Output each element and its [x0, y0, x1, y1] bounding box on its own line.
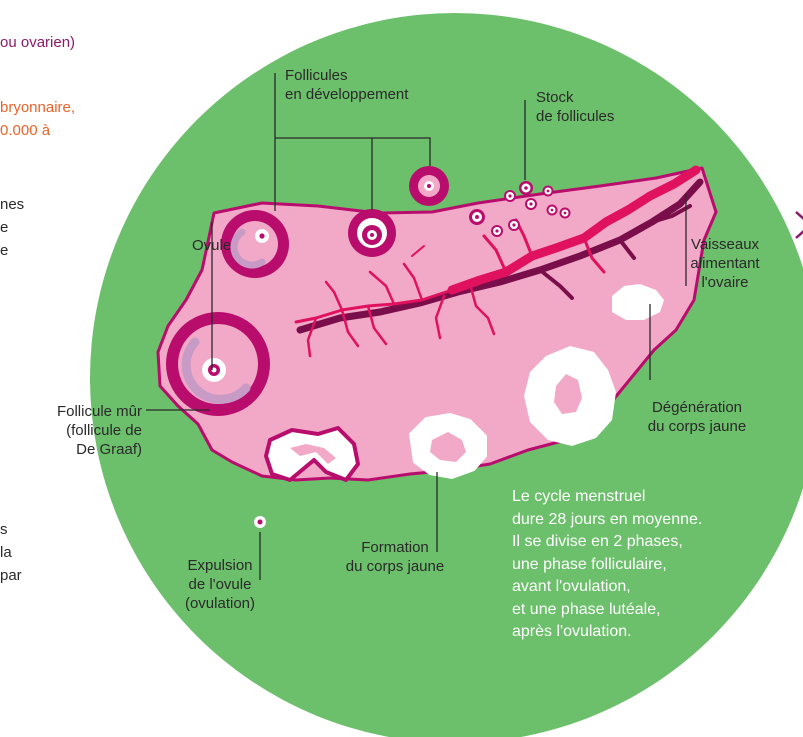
- fragment-text-2: e: [0, 218, 8, 238]
- mature-follicle: [166, 312, 270, 416]
- follicle-medium: [348, 209, 396, 257]
- label-formation: Formation du corps jaune: [334, 538, 456, 576]
- label-stock: Stock de follicules: [536, 88, 614, 126]
- chevron-mark: [796, 212, 803, 238]
- fragment-text-6: par: [0, 566, 22, 586]
- fragment-orange-1: bryonnaire,: [0, 98, 75, 118]
- label-vaisseaux: Vaisseaux alimentant l'ovaire: [676, 235, 774, 292]
- fragment-title: ou ovarien): [0, 33, 75, 53]
- fragment-text-3: e: [0, 241, 8, 261]
- expelled-ovum: [254, 516, 266, 528]
- fragment-orange-2: 0.000 à: [0, 121, 50, 141]
- fragment-text-5: la: [0, 543, 12, 563]
- fragment-text-1: nes: [0, 195, 24, 215]
- fragment-text-4: s: [0, 520, 8, 540]
- corpus-luteum-forming: [410, 414, 486, 478]
- cycle-description: Le cycle menstruel dure 28 jours en moye…: [512, 486, 702, 644]
- label-degeneration: Dégénération du corps jaune: [632, 398, 762, 436]
- follicle-large: [221, 210, 289, 278]
- label-follicules-dev: Follicules en développement: [285, 66, 408, 104]
- label-follicule-mur: Follicule mûr (follicule de De Graaf): [30, 402, 142, 459]
- follicle-small: [409, 166, 449, 206]
- label-expulsion: Expulsion de l'ovule (ovulation): [172, 556, 268, 613]
- label-ovule: Ovule: [192, 236, 231, 255]
